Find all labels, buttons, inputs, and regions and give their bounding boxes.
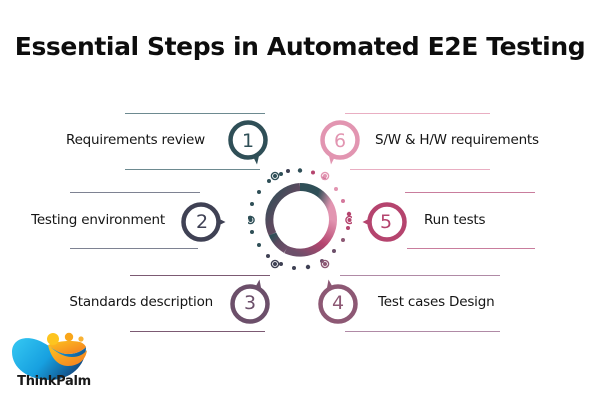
- step-bubble-3[interactable]: 3: [226, 279, 274, 327]
- bubble-shape-6-icon: [320, 120, 360, 165]
- step-label-6: S/W & H/W requirements: [375, 132, 539, 148]
- step-number-6: 6: [333, 130, 347, 152]
- step-number-1: 1: [241, 130, 255, 152]
- step-label-4: Test cases Design: [378, 294, 495, 310]
- step-bubble-2[interactable]: 2: [178, 198, 226, 246]
- page-title: Essential Steps in Automated E2E Testing: [14, 32, 586, 61]
- connector-rule-row3-left-top: [130, 275, 270, 276]
- step-label-5: Run tests: [424, 212, 486, 228]
- connector-rule-row1-right-bottom: [350, 169, 490, 170]
- step-label-2: Testing environment: [31, 212, 165, 228]
- bubble-shape-1-icon: [228, 120, 268, 165]
- connector-rule-row2-right-top: [405, 192, 535, 193]
- step-number-3: 3: [243, 292, 257, 314]
- step-bubble-1[interactable]: 1: [224, 117, 272, 165]
- connector-rule-row3-right-top: [340, 275, 500, 276]
- connector-rule-row2-left-top: [70, 192, 200, 193]
- step-label-3: Standards description: [69, 294, 213, 310]
- connector-rule-row3-left-bottom: [130, 331, 265, 332]
- step-number-4: 4: [331, 292, 345, 314]
- center-hub: [248, 168, 352, 272]
- connector-rule-row2-left-bottom: [70, 248, 198, 249]
- connector-rule-row1-right-top: [345, 113, 490, 114]
- bubble-shape-3-icon: [230, 279, 270, 324]
- step-number-2: 2: [195, 211, 209, 233]
- thinkpalm-brand-text: ThinkPalm: [17, 374, 91, 389]
- connector-rule-row1-left-top: [125, 113, 265, 114]
- step-label-1: Requirements review: [66, 132, 205, 148]
- connector-rule-row1-left-bottom: [125, 169, 260, 170]
- bubble-shape-5-icon: [362, 202, 407, 242]
- orbit-dot-ring-icon: [248, 168, 352, 270]
- bubble-shape-4-icon: [318, 279, 358, 324]
- connector-rule-row2-right-bottom: [407, 248, 535, 249]
- thinkpalm-logo-icon: [12, 332, 87, 380]
- step-number-5: 5: [379, 211, 393, 233]
- step-bubble-5[interactable]: 5: [362, 198, 410, 246]
- step-bubble-4[interactable]: 4: [314, 279, 362, 327]
- center-gradient-ring-icon: [265, 183, 337, 257]
- bubble-shape-2-icon: [181, 202, 226, 242]
- connector-rule-row3-right-bottom: [345, 331, 500, 332]
- step-bubble-6[interactable]: 6: [316, 117, 364, 165]
